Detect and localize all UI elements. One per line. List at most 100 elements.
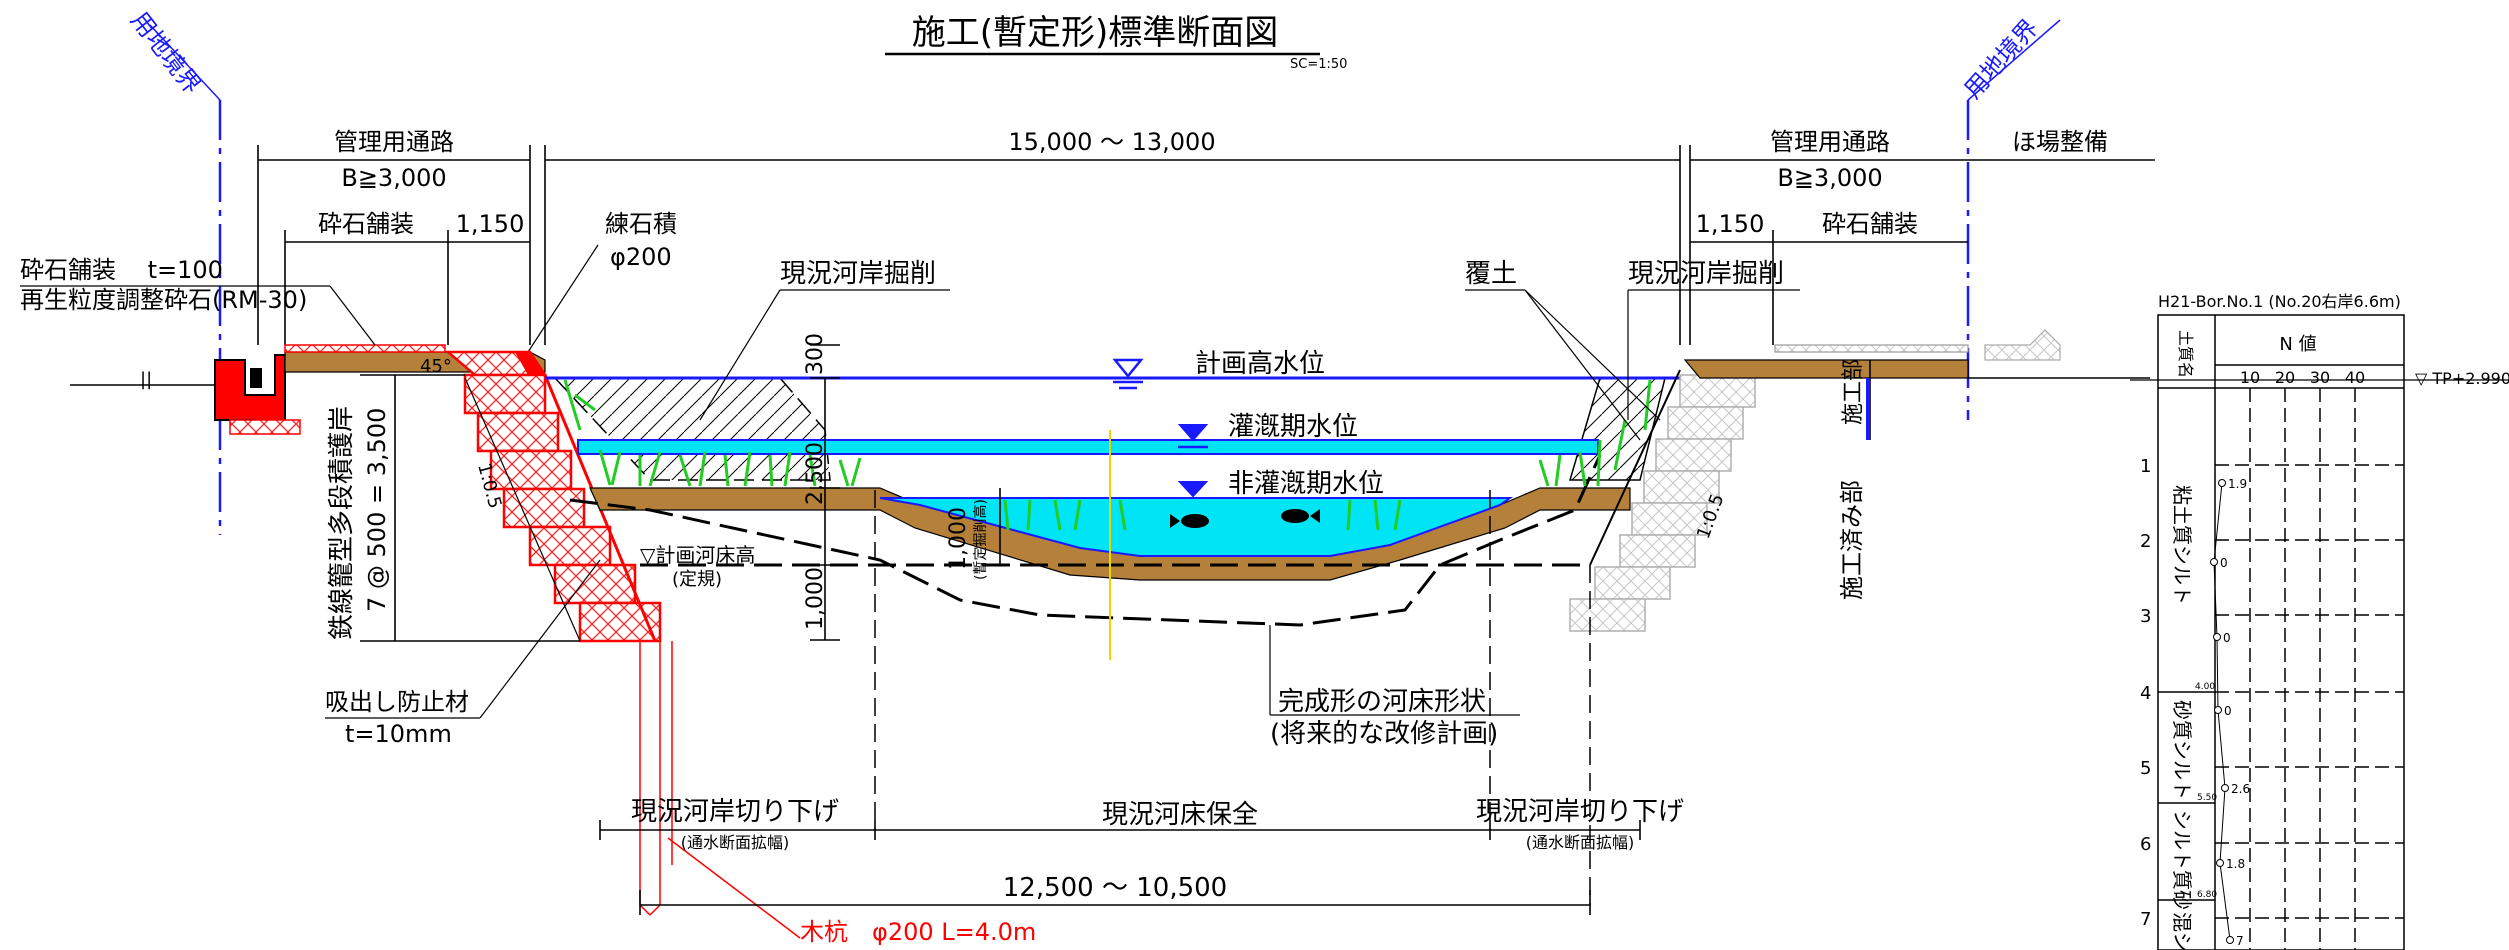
plan-bed-label-2: (定規) bbox=[672, 569, 722, 590]
left-curb-base bbox=[229, 419, 301, 435]
pile-leader bbox=[667, 837, 801, 939]
gabion-back-line bbox=[464, 377, 581, 642]
boundary-leader-left bbox=[149, 24, 221, 101]
boundary-leader-right bbox=[1967, 19, 2061, 101]
plant-icon bbox=[563, 379, 1652, 531]
boring-title: H21-Bor.No.1 (No.20右岸6.6m) bbox=[2158, 292, 2401, 311]
non-irrigation-symbol bbox=[1177, 481, 1209, 498]
final-shape-label-1: 完成形の河床形状 bbox=[1278, 687, 1486, 717]
dim-300: 300 bbox=[803, 333, 828, 375]
pavement-leader-tip bbox=[329, 285, 376, 346]
right-road-soil bbox=[1683, 359, 1969, 379]
cut-right-sub: (通水断面拡幅) bbox=[1526, 833, 1635, 852]
excavation-label-left: 現況河岸掘削 bbox=[780, 259, 936, 289]
svg-text:7: 7 bbox=[2140, 909, 2151, 930]
boring-layer-1-bottom: 4.00 bbox=[2195, 682, 2215, 692]
boring-layer-3-bottom: 6.80 bbox=[2197, 890, 2217, 900]
svg-text:1.9: 1.9 bbox=[2228, 477, 2247, 491]
svg-text:0: 0 bbox=[2220, 556, 2228, 570]
bottom-dimension-lines bbox=[599, 490, 1641, 915]
boring-layer-3: シルト質砂 bbox=[2170, 810, 2194, 910]
gabion-dim-label: 7 @ 500 = 3,500 bbox=[363, 408, 391, 612]
masonry-top bbox=[515, 352, 545, 375]
angle-label: 45° bbox=[420, 356, 452, 377]
hwl-label: 計画高水位 bbox=[1195, 349, 1325, 379]
right-road-width: B≧3,000 bbox=[1777, 164, 1882, 192]
cover-leader-a bbox=[1524, 289, 1641, 441]
page-title: 施工(暫定形)標準断面図 bbox=[912, 13, 1279, 53]
preserve-label: 現況河床保全 bbox=[1102, 800, 1258, 830]
boring-n-value-labels: 1.9 0 0 0 2.6 1.8 7 bbox=[2220, 477, 2250, 948]
left-curb bbox=[214, 354, 286, 431]
hwl-symbol bbox=[1112, 358, 1144, 390]
boring-n-tick-20: 20 bbox=[2275, 368, 2295, 387]
top-dimension-lines bbox=[257, 145, 2155, 345]
left-road-width: B≧3,000 bbox=[341, 164, 446, 192]
center-width: 15,000 ～ 13,000 bbox=[1008, 128, 1215, 156]
dim-temp-label: (暫定掘削高) bbox=[972, 499, 989, 580]
irrigation-symbol bbox=[1177, 424, 1209, 449]
right-gabion-wall bbox=[1569, 374, 1756, 632]
boring-frame bbox=[2157, 314, 2405, 950]
svg-text:7: 7 bbox=[2236, 934, 2244, 948]
boring-layer-2: 砂質シルト bbox=[2170, 700, 2194, 800]
left-road-label: 管理用通路 bbox=[334, 128, 454, 156]
right-gravel-label: 砕石舗装 bbox=[1822, 210, 1918, 238]
right-road-label: 管理用通路 bbox=[1770, 128, 1890, 156]
left-pavement bbox=[284, 344, 446, 353]
fish-icon bbox=[1170, 509, 1320, 528]
svg-text:4: 4 bbox=[2140, 683, 2151, 704]
svg-text:2: 2 bbox=[2140, 531, 2151, 552]
svg-text:5: 5 bbox=[2140, 758, 2151, 779]
masonry-leader bbox=[527, 244, 599, 353]
boring-tp-label: ▽ TP+2.990 bbox=[2415, 369, 2509, 388]
boring-col-soil: 土質名 bbox=[2176, 330, 2195, 378]
pile-label: 木杭 φ200 L=4.0m bbox=[800, 918, 1036, 946]
cover-label: 覆土 bbox=[1465, 259, 1517, 289]
boring-layer-1: 粘土質シルト bbox=[2170, 485, 2194, 605]
boring-layer-4: 混シリル bbox=[2170, 912, 2194, 950]
dim-2500: 2,500 bbox=[803, 442, 828, 505]
svg-text:6: 6 bbox=[2140, 834, 2151, 855]
non-irrigation-label: 非灌漑期水位 bbox=[1228, 469, 1384, 499]
pavement-label-2: 再生粒度調整砕石(RM-30) bbox=[20, 286, 307, 314]
construction-label: 施工部 bbox=[1841, 359, 1866, 425]
mark-ii: || bbox=[140, 369, 152, 390]
farm-label: ほ場整備 bbox=[2012, 128, 2108, 156]
excavation-leader-left-tip bbox=[699, 289, 781, 421]
left-gravel-label: 砕石舗装 bbox=[318, 210, 414, 238]
svg-text:1.8: 1.8 bbox=[2226, 857, 2245, 871]
svg-text:1: 1 bbox=[2140, 456, 2151, 477]
suction-label-2: t=10mm bbox=[345, 720, 452, 748]
plan-bed-label-1: ▽計画河床高 bbox=[640, 543, 755, 567]
left-gabion-wall bbox=[463, 373, 662, 643]
total-width-label: 12,500 ～ 10,500 bbox=[1003, 873, 1227, 903]
irrigation-water bbox=[577, 439, 1599, 455]
left-curb-core bbox=[250, 368, 262, 388]
right-curb bbox=[1984, 329, 2061, 361]
gabion-label: 鉄線籠型多段積護岸 bbox=[327, 406, 357, 640]
boring-layer-2-bottom: 5.50 bbox=[2197, 793, 2217, 803]
excavation-label-right: 現況河岸掘削 bbox=[1628, 259, 1784, 289]
svg-text:0: 0 bbox=[2223, 631, 2231, 645]
final-shape-label-2: (将来的な改修計画) bbox=[1270, 719, 1498, 749]
boring-n-points bbox=[2210, 479, 2234, 944]
cut-left-sub: (通水断面拡幅) bbox=[681, 833, 790, 852]
wood-piles bbox=[639, 641, 673, 916]
suction-leader-tip bbox=[479, 559, 601, 719]
left-1150-label: 1,150 bbox=[456, 210, 525, 238]
boring-n-tick-30: 30 bbox=[2310, 368, 2330, 387]
right-slope-line bbox=[1589, 369, 1681, 566]
dim-1000: 1,000 bbox=[803, 567, 828, 630]
cut-left-label: 現況河岸切り下げ bbox=[631, 797, 839, 827]
boring-depth-labels: 1 2 3 4 5 6 7 bbox=[2140, 456, 2151, 930]
irrigation-label: 灌漑期水位 bbox=[1228, 412, 1358, 442]
boring-n-tick-40: 40 bbox=[2345, 368, 2365, 387]
svg-text:2.6: 2.6 bbox=[2231, 782, 2250, 796]
final-bed-line bbox=[569, 454, 1602, 627]
boring-n-tick-10: 10 bbox=[2240, 368, 2260, 387]
boundary-label-right: 用地境界 bbox=[1959, 14, 2044, 104]
svg-text:3: 3 bbox=[2140, 606, 2151, 627]
construction-done-label: 施工済み部 bbox=[1838, 480, 1866, 600]
